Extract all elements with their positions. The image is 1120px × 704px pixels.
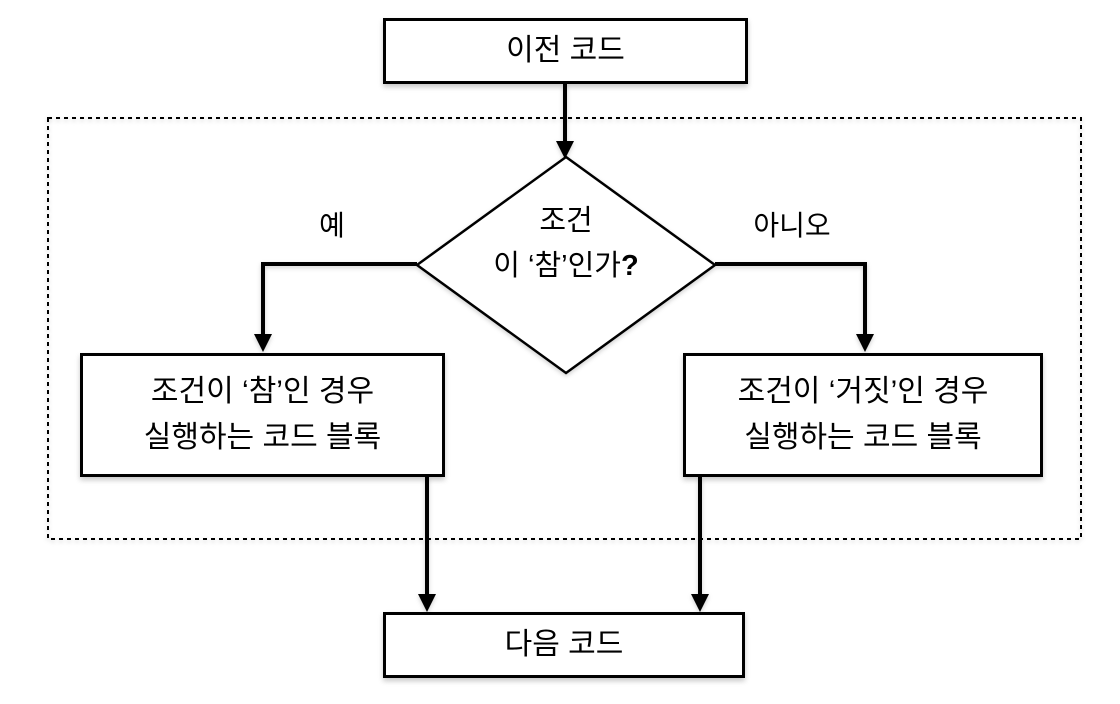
previous-code-label: 이전 코드 xyxy=(506,34,625,67)
true-branch-line1: 조건이 ‘참’인 경우 xyxy=(150,375,375,408)
true-branch-box: 조건이 ‘참’인 경우 실행하는 코드 블록 xyxy=(80,353,445,477)
yes-label: 예 xyxy=(319,210,345,241)
false-branch-line2: 실행하는 코드 블록 xyxy=(744,421,982,454)
condition-line2: 이 ‘참’인가? xyxy=(493,250,639,282)
true-branch-line2: 실행하는 코드 블록 xyxy=(143,421,382,454)
arrow-yes-branch xyxy=(254,262,417,352)
previous-code-box: 이전 코드 xyxy=(383,18,748,84)
condition-question-mark: ? xyxy=(620,250,639,282)
arrow-false-to-next xyxy=(691,477,709,612)
condition-text: 조건 이 ‘참’인가? xyxy=(426,199,706,289)
no-label: 아니오 xyxy=(753,210,831,241)
condition-diamond-shape xyxy=(414,155,718,375)
next-code-label: 다음 코드 xyxy=(504,628,624,661)
arrow-true-to-next xyxy=(418,477,436,612)
false-branch-line1: 조건이 ‘거짓’인 경우 xyxy=(737,375,989,408)
arrow-no-branch xyxy=(715,262,874,352)
dotted-region-border xyxy=(47,117,1082,540)
false-branch-box: 조건이 ‘거짓’인 경우 실행하는 코드 블록 xyxy=(683,353,1043,477)
condition-line1: 조건 xyxy=(539,205,593,237)
next-code-box: 다음 코드 xyxy=(383,612,745,678)
arrow-previous-to-condition xyxy=(556,84,574,159)
